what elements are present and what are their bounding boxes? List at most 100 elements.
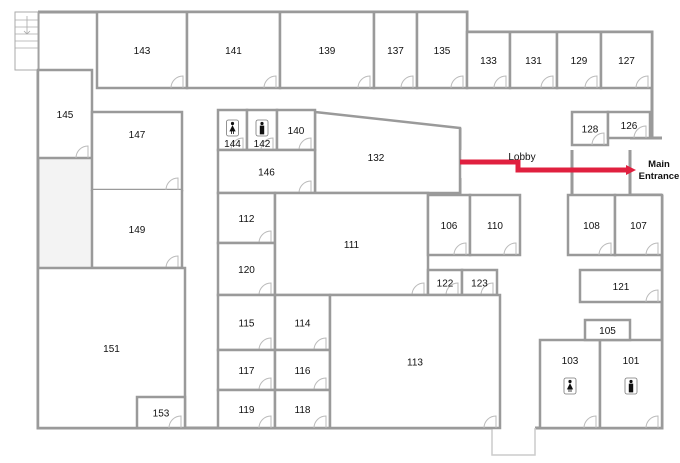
room-label-141: 141 xyxy=(225,46,242,57)
room-outline xyxy=(570,110,610,147)
room-107[interactable]: 107 xyxy=(613,193,664,257)
room-120[interactable]: 120 xyxy=(216,241,277,297)
room-118[interactable]: 118 xyxy=(273,388,332,430)
room-outline xyxy=(273,191,430,297)
door-icon xyxy=(165,255,179,269)
room-103[interactable]: 103 xyxy=(538,338,602,430)
room-129[interactable]: 129 xyxy=(555,30,603,90)
room-label-142: 142 xyxy=(254,139,271,150)
door-icon xyxy=(411,282,425,296)
door-icon xyxy=(645,242,659,256)
route-line xyxy=(460,159,628,173)
room-133[interactable]: 133 xyxy=(465,30,512,90)
room-151[interactable]: 151 xyxy=(36,266,187,430)
door-icon xyxy=(493,75,507,89)
door-icon xyxy=(400,75,414,89)
room-153[interactable]: 153 xyxy=(135,395,187,430)
room-outline xyxy=(460,268,499,297)
room-139[interactable]: 139 xyxy=(278,10,376,90)
room-131[interactable]: 131 xyxy=(508,30,559,90)
room-outline xyxy=(555,30,603,90)
room-outline xyxy=(185,10,282,90)
room-119[interactable]: 119 xyxy=(216,388,277,430)
room-114[interactable]: 114 xyxy=(273,293,332,352)
door-icon xyxy=(258,282,272,296)
door-icon xyxy=(645,415,659,429)
door-icon xyxy=(635,75,649,89)
room-label-111: 111 xyxy=(344,240,360,251)
door-icon xyxy=(258,230,272,244)
door-icon xyxy=(445,282,459,296)
room-111[interactable]: 111 xyxy=(273,191,430,297)
door-icon xyxy=(591,132,605,146)
room-label-145: 145 xyxy=(57,110,74,121)
room-147[interactable]: 147 xyxy=(90,110,184,192)
room-outline xyxy=(606,110,652,140)
room-146[interactable]: 146 xyxy=(216,148,317,195)
room-123[interactable]: 123 xyxy=(460,268,499,297)
womens-restroom-icon xyxy=(226,119,239,137)
main-entrance-label-line1: Main xyxy=(648,159,670,170)
room-149[interactable]: 149 xyxy=(90,188,184,270)
door-icon xyxy=(75,145,89,159)
room-143[interactable]: 143 xyxy=(95,10,189,90)
door-icon xyxy=(450,75,464,89)
room-145[interactable]: 145 xyxy=(36,68,94,160)
door-icon xyxy=(230,137,244,151)
room-127[interactable]: 127 xyxy=(599,30,654,90)
room-outline xyxy=(578,268,664,304)
room-108[interactable]: 108 xyxy=(566,193,617,257)
room-outline xyxy=(275,108,317,152)
room-label-133: 133 xyxy=(480,56,497,67)
mens-restroom-icon xyxy=(255,119,269,137)
main-entrance-label-line2: Entrance xyxy=(639,171,680,182)
room-121[interactable]: 121 xyxy=(578,268,664,304)
door-icon xyxy=(298,180,312,194)
room-label-126: 126 xyxy=(621,121,638,132)
room-outline xyxy=(216,148,317,195)
room-label-140: 140 xyxy=(288,126,305,137)
door-icon xyxy=(298,137,312,151)
room-110[interactable]: 110 xyxy=(468,193,522,257)
room-116[interactable]: 116 xyxy=(273,348,332,392)
room-outline xyxy=(583,318,632,342)
room-label-113: 113 xyxy=(407,358,423,369)
room-outline xyxy=(216,348,277,392)
womens-restroom-icon xyxy=(563,377,577,395)
room-105[interactable]: 105 xyxy=(583,318,632,342)
door-icon xyxy=(453,242,467,256)
door-icon xyxy=(480,282,494,296)
door-icon xyxy=(260,137,274,151)
room-135[interactable]: 135 xyxy=(415,10,469,90)
door-icon xyxy=(168,415,182,429)
room-122[interactable]: 122 xyxy=(426,268,464,297)
room-label-121: 121 xyxy=(613,282,630,293)
room-label-119: 119 xyxy=(239,405,255,416)
stairs-icon xyxy=(14,11,39,71)
room-128[interactable]: 128 xyxy=(570,110,610,147)
room-101[interactable]: 101 xyxy=(598,338,664,430)
door-icon xyxy=(258,415,272,429)
room-outline xyxy=(328,293,502,430)
room-outline xyxy=(566,193,617,257)
room-label-120: 120 xyxy=(238,265,255,276)
room-outline xyxy=(372,10,419,90)
room-140[interactable]: 140 xyxy=(275,108,317,152)
room-141[interactable]: 141 xyxy=(185,10,282,90)
room-137[interactable]: 137 xyxy=(372,10,419,90)
room-106[interactable]: 106 xyxy=(426,193,472,257)
room-142[interactable]: 142 xyxy=(245,108,279,152)
room-113[interactable]: 113 xyxy=(328,293,502,430)
room-115[interactable]: 115 xyxy=(216,293,277,352)
room-144[interactable]: 144 xyxy=(216,108,249,152)
room-126[interactable]: 126 xyxy=(606,110,652,140)
room-132[interactable] xyxy=(313,110,462,195)
room-outline xyxy=(90,110,184,192)
room-112[interactable]: 112 xyxy=(216,191,277,245)
door-icon xyxy=(170,75,184,89)
door-icon xyxy=(313,415,327,429)
room-label-118: 118 xyxy=(295,405,311,416)
room-outline xyxy=(95,10,189,90)
room-117[interactable]: 117 xyxy=(216,348,277,392)
